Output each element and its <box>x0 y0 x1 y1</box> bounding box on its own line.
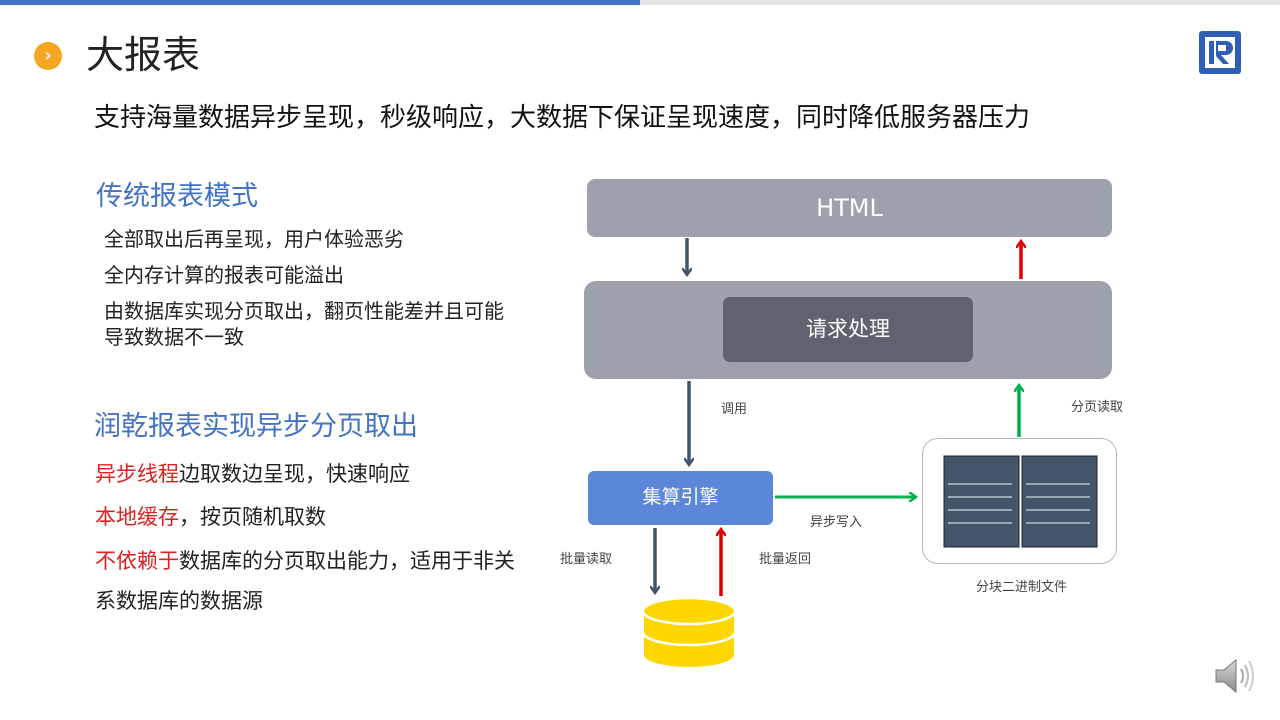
runqian-heading: 润乾报表实现异步分页取出 <box>94 411 418 442</box>
top-accent-bar <box>0 0 640 5</box>
traditional-heading: 传统报表模式 <box>96 181 258 212</box>
request-handler-box: 请求处理 <box>723 297 973 362</box>
label-async-write: 异步写入 <box>810 515 863 530</box>
runqian-item-text: 系数据库的数据源 <box>95 589 263 613</box>
runqian-item-highlight: 异步线程 <box>95 462 179 486</box>
speaker-icon[interactable] <box>1212 655 1258 697</box>
file-block-left <box>943 455 1020 548</box>
engine-box: 集算引擎 <box>588 471 773 525</box>
r-logo-icon <box>1199 31 1241 74</box>
runqian-item: 不依赖于数据库的分页取出能力，适用于非关 <box>95 547 515 575</box>
traditional-item: 全部取出后再呈现，用户体验恶劣 <box>104 227 404 251</box>
label-binary-files: 分块二进制文件 <box>976 580 1068 595</box>
html-box: HTML <box>587 179 1112 237</box>
runqian-item: 异步线程边取数边呈现，快速响应 <box>95 460 410 488</box>
runqian-item: 系数据库的数据源 <box>95 587 263 615</box>
runqian-item-text: 边取数边呈现，快速响应 <box>179 462 410 486</box>
runqian-item-text: ，按页随机取数 <box>179 505 326 529</box>
file-block-right <box>1021 455 1098 548</box>
label-page-read: 分页读取 <box>1071 400 1124 415</box>
database-icon <box>641 596 737 669</box>
page-title: 大报表 <box>86 33 201 77</box>
subtitle: 支持海量数据异步呈现，秒级响应，大数据下保证呈现速度，同时降低服务器压力 <box>94 103 1031 133</box>
runqian-item-highlight: 不依赖于 <box>95 549 179 573</box>
top-progress-track <box>640 0 1280 5</box>
label-call: 调用 <box>721 402 748 417</box>
traditional-item: 全内存计算的报表可能溢出 <box>104 263 344 287</box>
label-batch-read: 批量读取 <box>560 552 613 567</box>
runqian-item-highlight: 本地缓存 <box>95 505 179 529</box>
traditional-item: 由数据库实现分页取出，翻页性能差并且可能导致数据不一致 <box>104 299 504 349</box>
chevron-right-icon: › <box>34 42 62 70</box>
runqian-item: 本地缓存，按页随机取数 <box>95 503 326 531</box>
runqian-item-text: 数据库的分页取出能力，适用于非关 <box>179 549 515 573</box>
label-batch-return: 批量返回 <box>759 552 812 567</box>
